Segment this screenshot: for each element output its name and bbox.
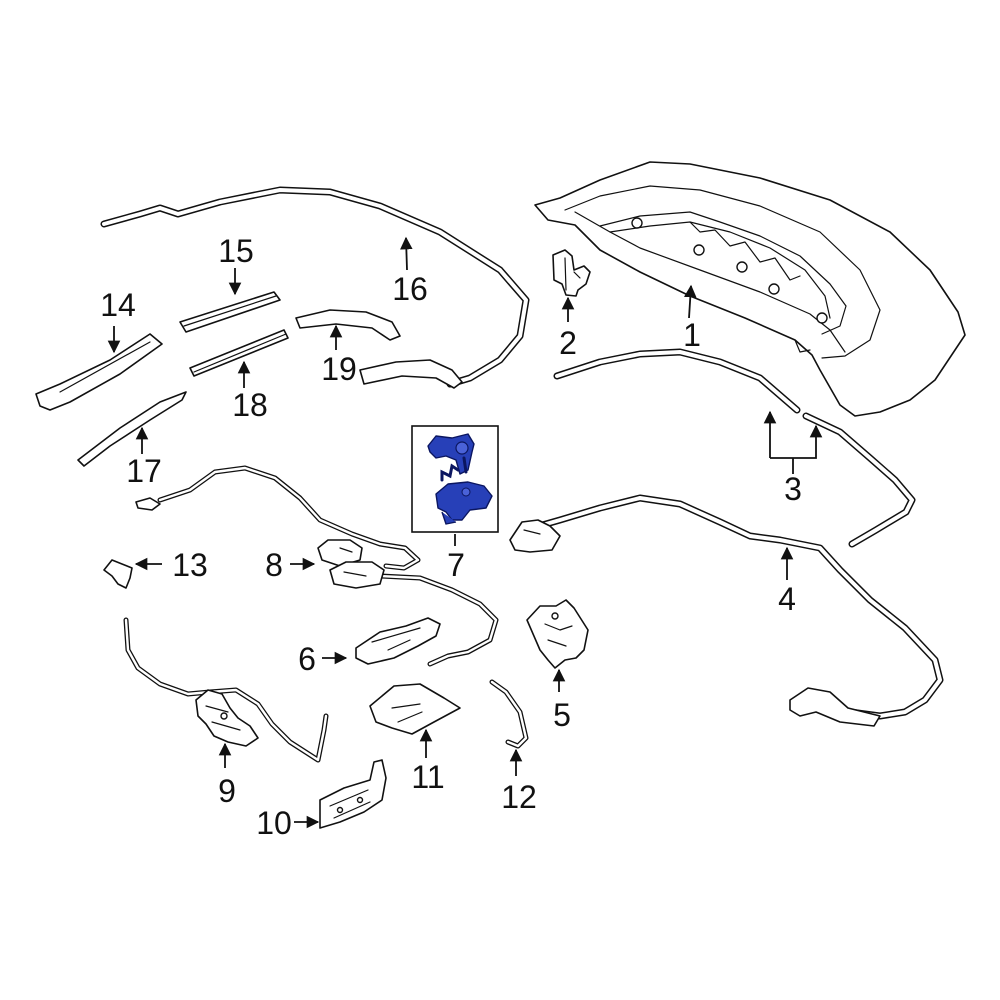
callout-5: 5 [553, 697, 571, 733]
part-8-motor-assembly[interactable] [135, 465, 499, 667]
part-19-arc-trim[interactable] [295, 309, 463, 389]
part-2-bracket[interactable] [552, 249, 591, 297]
part-10-bracket-plate[interactable] [319, 759, 387, 829]
callout-2: 2 [559, 325, 577, 361]
callout-1: 1 [683, 317, 701, 353]
callout-14: 14 [100, 287, 136, 323]
callout-9: 9 [218, 773, 236, 809]
part-6-latch-module[interactable] [355, 617, 441, 665]
part-4-frame-rail[interactable] [509, 494, 944, 727]
callout-leaders [107, 236, 823, 829]
callout-4: 4 [778, 581, 796, 617]
callout-17: 17 [126, 453, 162, 489]
callout-18: 18 [232, 387, 268, 423]
callout-11: 11 [411, 759, 444, 795]
callout-6: 6 [298, 641, 316, 677]
part-12-curved-rod[interactable] [489, 679, 529, 749]
part-18-strip[interactable] [189, 329, 289, 377]
leader-16 [400, 236, 413, 271]
part-7-actuator-assembly[interactable] [427, 433, 493, 525]
leader-3b [770, 424, 823, 459]
part-1-rear-cover[interactable] [534, 161, 966, 417]
part-15-strip[interactable] [179, 291, 281, 333]
callout-7: 7 [447, 547, 465, 583]
part-11-floor-bracket[interactable] [369, 683, 461, 735]
callout-16: 16 [392, 271, 428, 307]
callout-13: 13 [172, 547, 208, 583]
part-5-mount-plate[interactable] [526, 599, 589, 669]
part-14-side-trim[interactable] [35, 333, 163, 411]
callout-15: 15 [218, 233, 254, 269]
part-13-clip[interactable] [103, 559, 133, 589]
part-7-callout-box [411, 425, 499, 533]
callout-19: 19 [321, 351, 357, 387]
part-9-lock-mechanism[interactable] [123, 617, 329, 763]
part-16-front-frame[interactable] [100, 186, 530, 388]
part-17-lower-trim[interactable] [77, 391, 187, 467]
callout-10: 10 [256, 805, 292, 841]
callout-labels: 1 2 3 4 5 6 7 8 9 10 11 12 13 14 15 16 1… [100, 233, 802, 841]
part-3-seal[interactable] [553, 348, 916, 548]
callout-12: 12 [501, 779, 537, 815]
callout-8: 8 [265, 547, 283, 583]
callout-3: 3 [784, 471, 802, 507]
leader-1 [684, 284, 697, 319]
